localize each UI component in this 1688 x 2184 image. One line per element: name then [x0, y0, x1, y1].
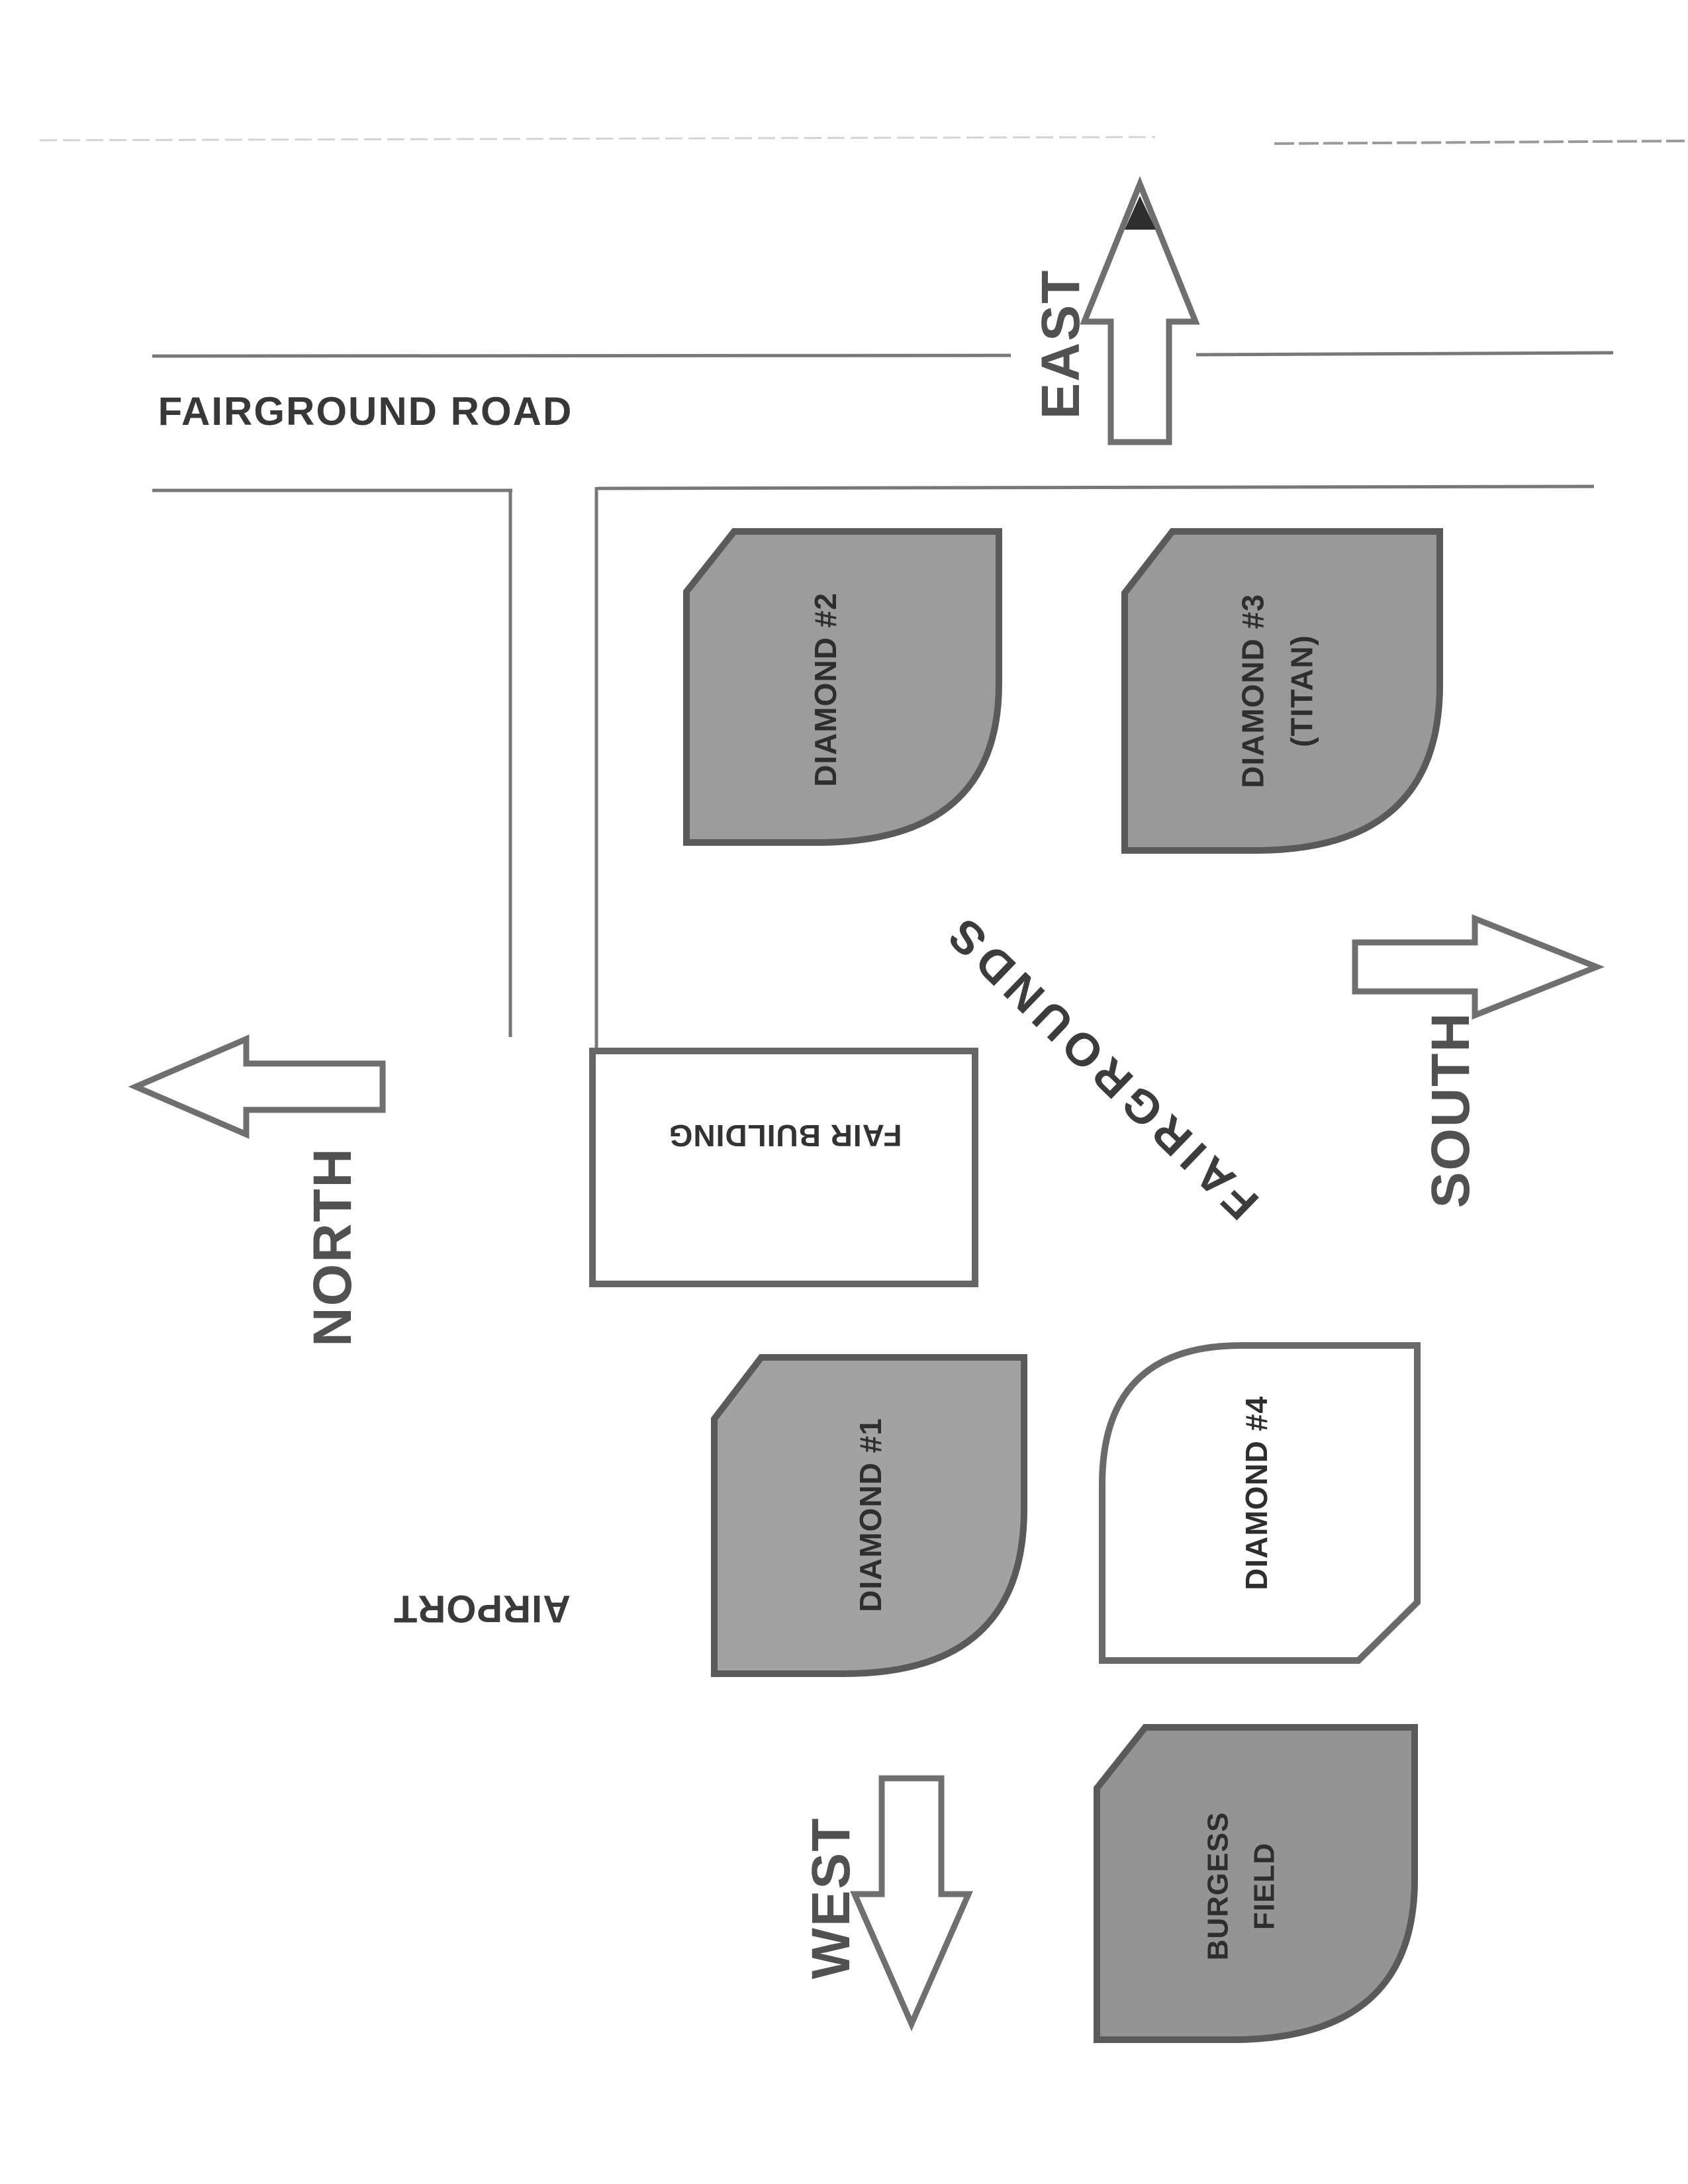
diamond-4-label: DIAMOND #4: [1239, 1396, 1274, 1590]
compass-north-label: NORTH: [303, 1147, 363, 1347]
south-arrow: [1352, 914, 1605, 1020]
diamond-3-label-line1: DIAMOND #3: [1235, 594, 1270, 788]
compass-east-label: EAST: [1031, 269, 1091, 420]
fair-building-label: FAIR BUILDING: [668, 1118, 902, 1153]
burgess-field-label: BURGESS FIELD: [1196, 1812, 1289, 1961]
burgess-field-shape: [1094, 1724, 1418, 2043]
scan-artifact-line-right: [1274, 140, 1685, 145]
fair-building-shape: [589, 1048, 978, 1287]
north-arrow: [128, 1034, 386, 1139]
burgess-field-label-line1: BURGESS: [1201, 1811, 1235, 1961]
fairground-road-upper-line-left: [152, 353, 1011, 358]
fairground-road-upper-line-right: [1196, 351, 1614, 357]
west-arrow: [850, 1775, 973, 2032]
east-arrow-tip-mark: [1125, 196, 1156, 230]
diamond-3-shape: [1121, 528, 1443, 854]
fairground-road-label: FAIRGROUND ROAD: [158, 389, 573, 433]
diamond-2-label: DIAMOND #2: [808, 592, 843, 787]
burgess-field-label-line2: FIELD: [1248, 1842, 1281, 1931]
compass-south-label: SOUTH: [1421, 1011, 1481, 1208]
east-arrow: [1080, 175, 1200, 445]
diamond-3-label-line2: (TITAN): [1284, 635, 1319, 747]
diamond-3-label: DIAMOND #3 (TITAN): [1229, 594, 1326, 788]
diamond-1-label: DIAMOND #1: [853, 1418, 888, 1612]
fairground-road-lower-line-right: [597, 484, 1595, 490]
diamond-2-shape: [683, 528, 1002, 846]
diamond-1-shape: [711, 1354, 1027, 1677]
scan-artifact-line-left: [39, 136, 1156, 142]
compass-west-label: WEST: [801, 1817, 861, 1979]
diamond-4-shape: [1099, 1342, 1421, 1664]
airport-label: AIRPORT: [393, 1587, 571, 1630]
